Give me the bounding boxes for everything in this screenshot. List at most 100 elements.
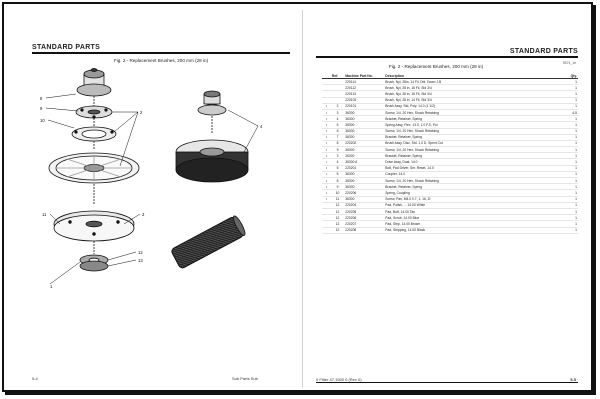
row-marker (322, 208, 331, 216)
ref-cell: 8 (330, 177, 345, 185)
description-cell: Brush, Nyl, 28 in, 16 Fil, Std 3/4 (384, 84, 554, 92)
qty-cell: 1 (553, 146, 578, 154)
ref-cell: 2 (330, 103, 345, 110)
ref-cell: 5 (330, 165, 345, 172)
part-number-cell: 220206 (344, 214, 385, 222)
ref-cell: 12 (330, 214, 345, 222)
callout-label: 9 (40, 106, 43, 111)
qty-cell: 1 (553, 121, 578, 129)
description-cell: Bracket, Retainer, Spring (384, 152, 554, 160)
ref-cell (330, 97, 345, 104)
description-cell: Brush Assy, Disc, Std. 1.0 D, Spent Cut (384, 140, 554, 148)
qty-cell: 1 (553, 189, 578, 197)
description-cell: Bracket, Retainer, Spring (384, 134, 554, 141)
row-marker (322, 202, 331, 209)
ref-cell: 11 (330, 196, 345, 203)
column-header-description: Description (385, 74, 404, 78)
brush-disc-illustration (48, 152, 140, 184)
document-viewer-frame: STANDARD PARTS Fig. 2 - Replacement Brus… (2, 2, 593, 392)
part-number-cell: 220202 (344, 140, 385, 148)
description-cell: Coupler, 14.0 (384, 171, 554, 179)
description-cell: Screw, 1/4, 20 Hex, Shuck Retaining (384, 146, 554, 154)
part-number-cell: 220205 (344, 208, 385, 216)
qty-cell: 1 (553, 202, 578, 209)
ref-cell (330, 90, 345, 98)
part-number-cell: 220204 (344, 202, 385, 209)
right-figure-title: Fig. 2 - Replacement Brushes, 200 mm (28… (388, 64, 484, 69)
qty-cell: 1 (553, 78, 578, 86)
ref-cell: 4 (330, 115, 345, 123)
part-number-cell: 36300 (344, 146, 385, 154)
ref-cell: 9 (330, 146, 345, 154)
ref-cell (330, 78, 345, 86)
part-number-cell: 36300 (344, 171, 385, 179)
part-number-cell: 36300 (344, 196, 385, 203)
ref-cell: 4 (330, 158, 345, 166)
row-marker: • (322, 177, 331, 185)
ref-cell: 12 (330, 202, 345, 209)
part-number-cell: 220208 (344, 227, 385, 234)
description-cell: Pad, Polish, ... 14.00 White (384, 202, 554, 209)
row-marker (322, 220, 331, 228)
bearing-plate-illustration (75, 105, 113, 119)
part-number-cell: 36300 (344, 109, 385, 117)
callout-label: 12 (138, 250, 143, 255)
row-marker: • (322, 171, 331, 179)
document-code: 9874_1e (562, 61, 576, 65)
qty-cell: 1 (553, 90, 578, 98)
ref-cell: 6 (330, 171, 345, 179)
row-marker (322, 214, 331, 222)
part-number-cell: 36300 (344, 115, 385, 123)
description-cell: Bracket, Retainer, Spring (384, 115, 554, 123)
description-cell: Pad, Strip, 14.00 Brown (384, 220, 554, 228)
description-cell: Screw, 1/4, 20 Hex, Shuck Retaining (384, 177, 554, 185)
qty-cell: 1 (553, 152, 578, 160)
part-number-cell: 220207 (344, 220, 385, 228)
parts-list-table: Ref. Machine Part No. Description Qty. 2… (322, 74, 578, 234)
description-cell: Spring Assy, Flex, 13.0, 1.0 F.S, Pol (384, 121, 554, 129)
description-cell: Brush, Nyl, 28in, 14 Fil, Dbl. Down J.B (384, 78, 554, 86)
row-marker: • (322, 183, 331, 191)
ref-cell: 12 (330, 220, 345, 228)
row-marker (322, 97, 331, 104)
column-header-qty: Qty. (570, 74, 577, 78)
ref-cell: 10 (330, 189, 345, 197)
left-footer-text: Sub Parts Sub (232, 376, 258, 381)
description-cell: Brush, Nyl, 28 in, 14 Fil, Std 3/4 (384, 97, 554, 104)
column-header-ref: Ref. (331, 74, 339, 78)
ref-cell: 5 (330, 121, 345, 129)
pad-driver-illustration (53, 210, 135, 242)
callout-label: 11 (42, 212, 47, 217)
description-cell: Spring, Coupling (384, 189, 554, 197)
hub-assembly-illustration (76, 68, 112, 97)
description-cell: Pad, Stripping, 14.00 Black (384, 227, 554, 234)
spring-ring-illustration (71, 126, 117, 142)
row-marker: • (322, 103, 331, 110)
qty-cell: 1 (553, 183, 578, 191)
left-section-title: STANDARD PARTS (32, 44, 290, 54)
row-marker (322, 78, 331, 86)
description-cell: Screw, 1/4, 20 Hex, Shuck Retaining (384, 109, 554, 117)
pad-illustration (79, 254, 109, 272)
qty-cell: 1 (553, 140, 578, 148)
footer-rule (316, 382, 578, 383)
part-number-cell: 36300 (344, 177, 385, 185)
callout-label: 13 (138, 258, 143, 263)
disc-brush-illustration (175, 90, 249, 183)
row-marker: • (322, 152, 331, 160)
qty-cell: 1 (553, 103, 578, 110)
qty-cell: 1 (553, 115, 578, 123)
description-cell: Screw, Pan, M4.0 0.7, 1, 16, Zi (384, 196, 554, 203)
row-marker: • (322, 189, 331, 197)
right-section-title: STANDARD PARTS (316, 48, 578, 58)
